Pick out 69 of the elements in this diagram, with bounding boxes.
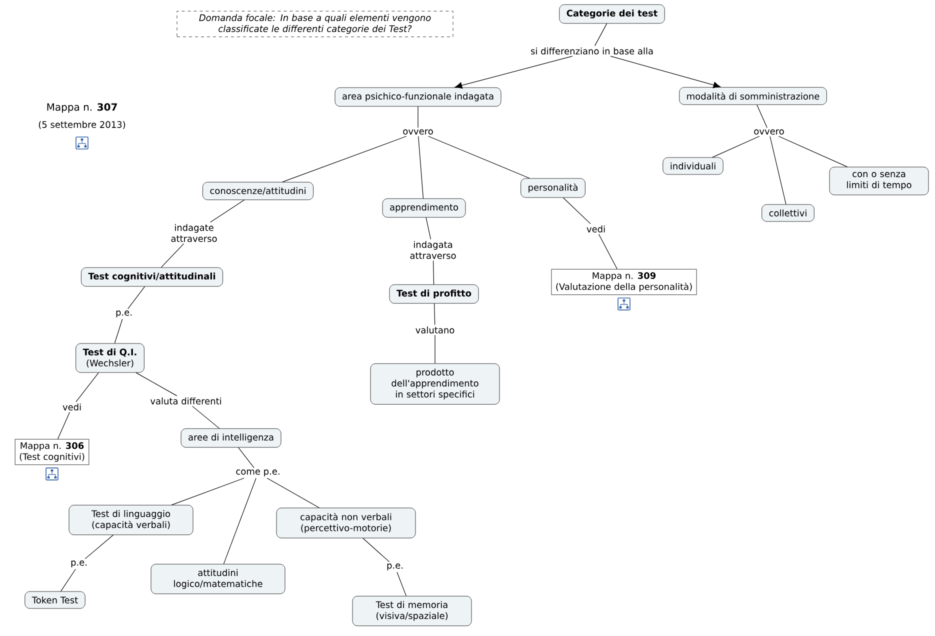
- connector-line: [594, 23, 608, 46]
- connector-line: [418, 136, 424, 199]
- linking-phrase: ovvero: [401, 128, 435, 136]
- linking-phrase: p.e.: [114, 309, 134, 319]
- connector-line: [454, 56, 573, 89]
- connector-line: [396, 572, 406, 596]
- connector-line: [434, 334, 436, 364]
- map-reference-box: Mappa n. 309 (Valutazione della personalità): [551, 269, 697, 295]
- connector-line: [562, 197, 591, 224]
- concept-box: Test di Q.I. (Wechsler): [76, 343, 144, 373]
- connector-line: [114, 318, 123, 344]
- connector-line: [432, 260, 434, 285]
- concept-box: Categorie dei test: [559, 4, 665, 24]
- connector-line: [426, 217, 432, 240]
- map-label: Mappa n. 307: [47, 103, 117, 113]
- connector-line: [434, 303, 436, 326]
- linking-phrase: ovvero: [752, 128, 786, 136]
- linking-phrase: indagata attraverso: [402, 240, 464, 260]
- concept-box: con o senza limiti di tempo: [829, 166, 929, 196]
- connector-line: [266, 478, 320, 508]
- linking-phrase: indagate attraverso: [162, 222, 226, 244]
- linking-phrase: vedi: [60, 402, 84, 412]
- connector-line: [210, 200, 245, 223]
- concept-box: area psichico-funzionale indagata: [334, 87, 502, 107]
- concept-box: attitudini logico/matematiche: [150, 564, 286, 594]
- linking-phrase: valuta differenti: [148, 396, 224, 406]
- concept-box: Test di memoria (visiva/spaziale): [352, 596, 472, 626]
- linking-phrase: p.e.: [69, 559, 89, 569]
- connector-line: [770, 136, 786, 205]
- connector-line: [362, 538, 390, 562]
- concept-box: conoscenze/attitudini: [202, 182, 314, 200]
- concept-box: capacità non verbali (percettivo-motorie): [276, 508, 416, 538]
- connector-line: [223, 478, 256, 564]
- connector-line: [428, 136, 530, 179]
- concept-box: collettivi: [762, 204, 814, 222]
- concept-box: aree di intelligenza: [180, 428, 282, 448]
- linking-phrase: p.e.: [385, 562, 405, 572]
- connector-line: [778, 136, 848, 168]
- connector-line: [192, 406, 220, 429]
- connector-line: [712, 136, 760, 158]
- focal-question-box: Domanda focale: In base a quali elementi vengono classificate le differenti categorie dei Test?: [176, 10, 454, 38]
- connector-line: [76, 372, 99, 402]
- map-label: (5 settembre 2013): [38, 120, 126, 129]
- linking-phrase: si differenziano in base alla: [529, 46, 655, 56]
- concept-box: Test cognitivi/attitudinali: [81, 267, 223, 287]
- connector-line: [598, 234, 618, 270]
- connector-line: [756, 104, 768, 128]
- concept-box: prodotto dell'apprendimento in settori specifici: [370, 363, 500, 405]
- linking-phrase: valutano: [414, 325, 456, 335]
- concept-box: personalità: [520, 178, 586, 198]
- connector-line: [238, 447, 254, 468]
- linking-phrase: come p.e.: [234, 468, 282, 478]
- connector-line: [136, 372, 178, 396]
- connector-line: [60, 568, 76, 592]
- concept-box: apprendimento: [382, 198, 466, 218]
- linking-phrase: vedi: [584, 224, 608, 234]
- concept-box: Test di linguaggio (capacità verbali): [68, 504, 194, 536]
- connector-line: [282, 136, 407, 182]
- concept-box: individuali: [662, 157, 724, 175]
- connector-line: [610, 56, 721, 88]
- concept-box: Test di profitto: [389, 284, 479, 304]
- connector-line: [84, 534, 114, 560]
- connector-line: [57, 412, 70, 440]
- concept-box: Token Test: [24, 591, 86, 609]
- map-reference-box: Mappa n. 306 (Test cognitivi): [14, 439, 90, 465]
- connector-line: [171, 478, 244, 506]
- concept-box: modalità di somministrazione: [679, 87, 827, 105]
- connector-line: [128, 286, 146, 310]
- connector-line: [160, 243, 184, 268]
